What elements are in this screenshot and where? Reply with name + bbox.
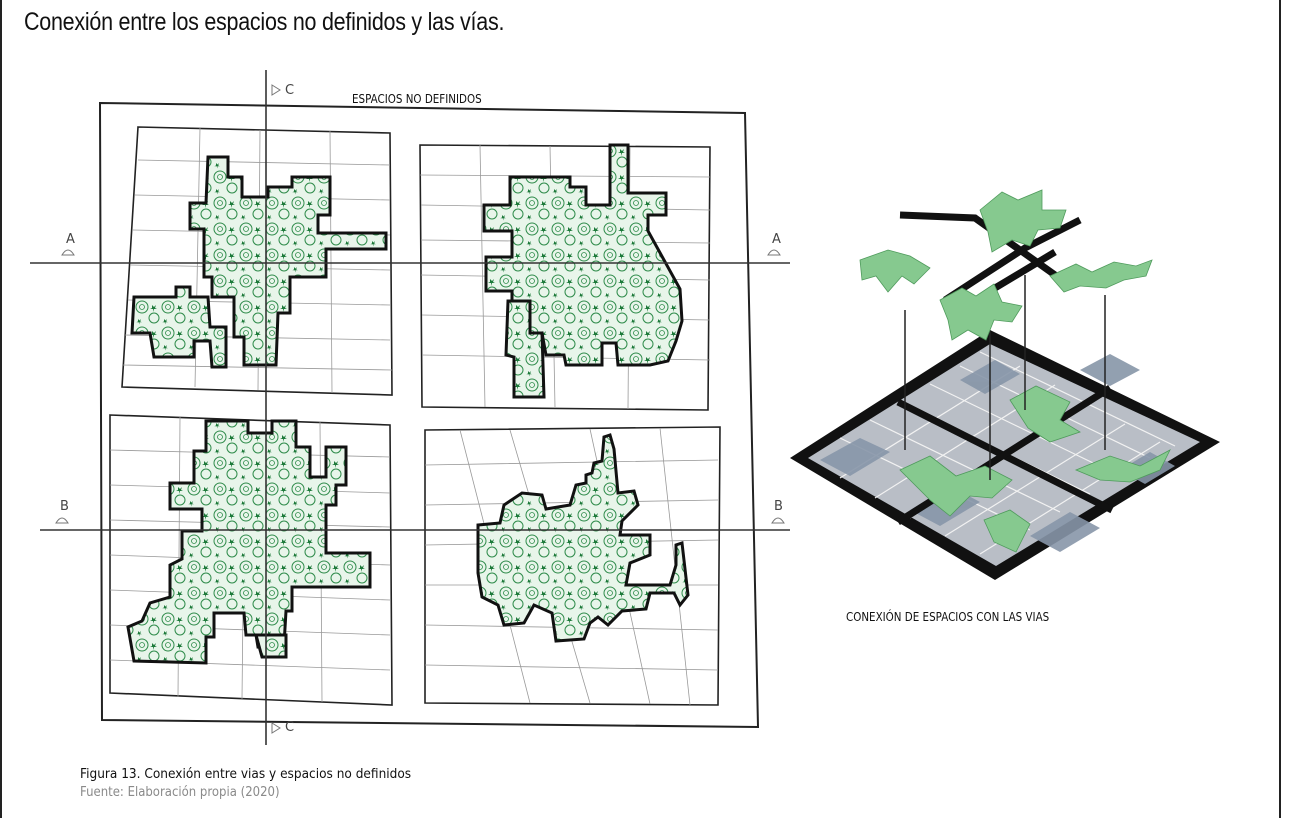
plan-label: ESPACIOS NO DEFINIDOS bbox=[352, 92, 482, 106]
figure-caption: Figura 13. Conexión entre vias y espacio… bbox=[80, 766, 412, 782]
section-marker-c-top: C bbox=[285, 83, 295, 98]
slide-title: Conexión entre los espacios no definidos… bbox=[24, 8, 505, 36]
section-marker-c-bottom: C bbox=[285, 720, 295, 735]
section-marker-a-right: A bbox=[772, 232, 781, 247]
isometric-exploded-diagram bbox=[790, 189, 1220, 580]
figure-source: Fuente: Elaboración propia (2020) bbox=[80, 785, 280, 800]
site-plan-drawing bbox=[30, 70, 790, 745]
section-marker-a-left: A bbox=[66, 232, 75, 247]
section-marker-b-right: B bbox=[774, 499, 783, 514]
isometric-label: CONEXIÓN DE ESPACIOS CON LAS VIAS bbox=[846, 610, 1050, 624]
section-marker-b-left: B bbox=[60, 499, 69, 514]
